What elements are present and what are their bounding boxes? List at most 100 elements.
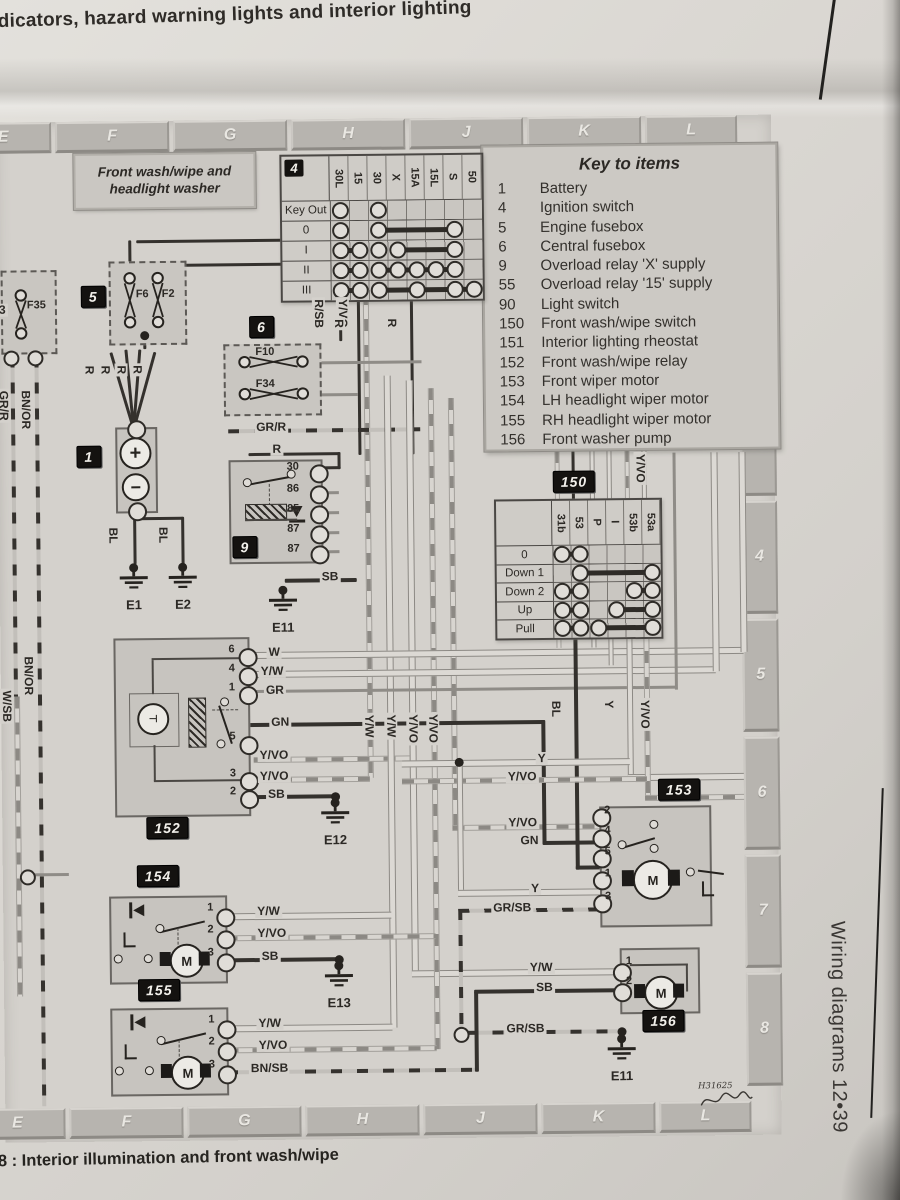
connector-term xyxy=(238,735,259,755)
switch-state-row: 0 xyxy=(282,219,483,242)
contact-circle xyxy=(369,221,387,239)
switch-pivot xyxy=(617,840,627,850)
contact-circle xyxy=(331,202,349,220)
wire-label: SB xyxy=(533,979,555,995)
wire-label: GR/SB xyxy=(491,900,534,915)
terminal-number: 85 xyxy=(286,502,300,515)
grid-number-8: 8 xyxy=(745,972,784,1086)
grid-letter-bottom-E: E xyxy=(0,1108,66,1141)
contact-circle xyxy=(554,601,572,619)
component-badge-152: 152 xyxy=(146,816,189,840)
switch-state-row: Down 1 xyxy=(496,563,661,584)
component-badge-155: 155 xyxy=(137,978,181,1002)
park-contact xyxy=(114,1066,124,1076)
park-switch-icon xyxy=(701,881,715,897)
connector-term xyxy=(237,647,258,667)
contact-circle xyxy=(370,281,388,299)
page-header-text: ndicators, hazard warning lights and int… xyxy=(0,0,472,33)
ground-icon xyxy=(119,563,148,589)
connector-term xyxy=(239,789,259,809)
terminal-number: 2 xyxy=(604,804,611,817)
wire-label: Y/W xyxy=(362,712,377,740)
grid-letter-top-H: H xyxy=(290,118,406,151)
contact-circle xyxy=(351,241,369,260)
wire-label: R xyxy=(385,316,400,330)
wire-label: SB xyxy=(319,569,341,584)
signature-squiggle xyxy=(700,1091,753,1106)
connector-term xyxy=(238,666,258,686)
internal-wire xyxy=(153,745,156,782)
wire-label: R xyxy=(98,363,113,377)
connector-term xyxy=(238,685,258,705)
terminal-number: 6 xyxy=(228,643,235,656)
wire-label: Y/VO xyxy=(406,712,421,746)
wire-label: Y/VO xyxy=(255,925,289,941)
wire-segment xyxy=(624,450,630,501)
switch-state-row: Key Out xyxy=(281,199,483,222)
wire-label: SB xyxy=(259,948,281,964)
terminal-column-15A: 15A xyxy=(405,155,425,200)
component-badge-150: 150 xyxy=(552,470,596,493)
diagram-title: Front wash/wipe and headlight washer xyxy=(72,150,257,211)
terminal-number: 2 xyxy=(625,975,633,988)
contact-circle xyxy=(370,241,388,259)
motor-brush xyxy=(667,869,681,886)
contact-circle xyxy=(445,220,463,239)
connector-term xyxy=(215,907,235,927)
battery-minus-terminal: − xyxy=(121,473,150,502)
fuse-F35 xyxy=(12,288,31,340)
contact-circle xyxy=(389,241,407,259)
terminal-number: 3 xyxy=(605,890,612,903)
switch-arm xyxy=(160,1032,207,1046)
terminal-number: 30 xyxy=(286,460,299,473)
switch-state-row: Down 2 xyxy=(496,581,662,603)
motor-brush xyxy=(621,870,635,887)
wire-label: R xyxy=(270,441,284,456)
contact-circle xyxy=(369,201,387,219)
internal-wire xyxy=(685,963,688,992)
component-badge-156: 156 xyxy=(642,1009,685,1033)
internal-wire xyxy=(151,660,154,695)
wire-label: BL xyxy=(549,698,564,719)
component-badge-1: 1 xyxy=(76,445,102,468)
relay-actuator-link xyxy=(212,709,239,711)
wire-label: SB xyxy=(265,786,287,801)
park-contact xyxy=(685,867,695,877)
grid-letter-top-E: E xyxy=(0,122,52,155)
internal-wire xyxy=(151,657,246,660)
ground-symbol-E1: E1 xyxy=(116,563,153,612)
grid-letter-bottom-G: G xyxy=(187,1105,302,1138)
wire-label: R xyxy=(332,317,347,330)
connector-open xyxy=(453,1026,470,1043)
battery-plus-terminal: + xyxy=(119,437,152,470)
connector-dot xyxy=(616,1026,627,1036)
ground-icon xyxy=(268,585,298,611)
page-footer-caption: 8 : Interior illumination and front wash… xyxy=(0,1145,339,1171)
terminal-number: 1 xyxy=(208,1013,215,1026)
wire-label: Y/VO xyxy=(638,697,653,731)
wire-label: Y/VO xyxy=(257,768,291,784)
terminal-number: 87 xyxy=(287,542,300,555)
internal-wire xyxy=(629,963,688,966)
wire-label: BN/OR xyxy=(21,654,36,698)
terminal-number: F6 xyxy=(135,288,149,301)
ground-label: E11 xyxy=(610,1068,634,1084)
battery-box: + − xyxy=(115,427,159,514)
wire-label: Y xyxy=(528,881,542,896)
contact-bar xyxy=(378,226,455,233)
wire-segment xyxy=(317,392,358,397)
connector-term xyxy=(239,771,259,791)
terminal-column-53b: 53b xyxy=(623,499,643,545)
terminal-column-S: S xyxy=(443,154,463,200)
park-switch-icon xyxy=(123,932,136,948)
contact-circle xyxy=(408,281,426,299)
ground-symbol-E2: E2 xyxy=(165,562,202,612)
switch-pivot xyxy=(156,1036,166,1046)
table-badge: 4 xyxy=(284,159,304,177)
wire-label: Y/VO xyxy=(256,1037,290,1053)
motor-brush xyxy=(673,983,685,998)
wire-label: Y/W xyxy=(384,712,399,740)
